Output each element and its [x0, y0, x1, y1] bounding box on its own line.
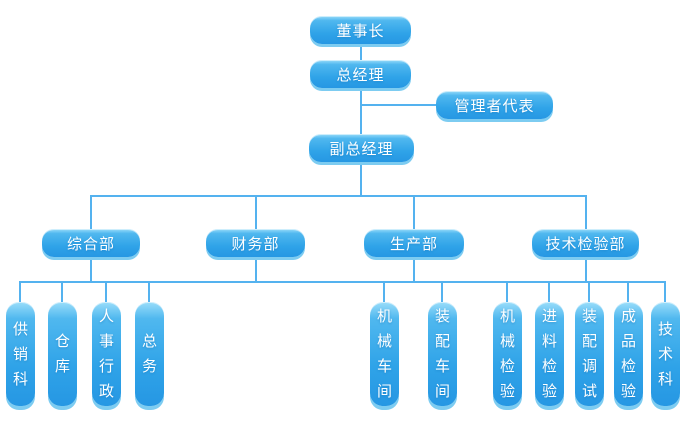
node-machining-workshop: 机械车间 [370, 302, 399, 406]
connector-gm-management-representative [362, 104, 436, 106]
connector-production-dept-bottom-rail [413, 257, 415, 282]
connector-rail-technical-inspection-dept [585, 196, 587, 230]
node-technical-section: 技术科 [651, 302, 680, 406]
connector-stub-machinery-inspection [506, 283, 508, 303]
node-warehouse: 仓库 [48, 302, 77, 406]
node-management-representative: 管理者代表 [436, 91, 553, 119]
connector-deputy-trunk [360, 162, 362, 196]
node-deputy-general-manager-label: 副总经理 [329, 139, 394, 158]
node-assembly-debugging: 装配调试 [575, 302, 604, 406]
node-finished-product-inspection-label: 成品检验 [620, 307, 636, 400]
node-general-manager-label: 总经理 [336, 65, 385, 84]
connector-general-dept-bottom-rail [90, 257, 92, 282]
node-chairman: 董事长 [310, 16, 411, 44]
connector-stub-assembly-debugging [588, 283, 590, 303]
node-finance-dept: 财务部 [206, 229, 305, 257]
connector-stub-technical-section [664, 283, 666, 303]
connector-chairman-gm [360, 43, 362, 61]
node-machinery-inspection-label: 机械检验 [499, 307, 515, 400]
node-production-dept: 生产部 [364, 229, 464, 257]
node-deputy-general-manager: 副总经理 [309, 134, 414, 162]
connector-technical-inspection-dept-bottom-rail [585, 257, 587, 282]
node-general-services: 总务 [135, 302, 164, 406]
node-machinery-inspection: 机械检验 [493, 302, 522, 406]
node-assembly-workshop: 装配车间 [428, 302, 457, 406]
connector-section-rail [19, 281, 666, 283]
node-machining-workshop-label: 机械车间 [376, 307, 392, 400]
node-finished-product-inspection: 成品检验 [614, 302, 643, 406]
node-general-dept-label: 综合部 [66, 234, 115, 253]
connector-finance-dept-bottom-rail [255, 257, 257, 282]
node-incoming-inspection: 进料检验 [535, 302, 564, 406]
connector-stub-assembly-workshop [441, 283, 443, 303]
node-general-dept: 综合部 [42, 229, 140, 257]
node-assembly-debugging-label: 装配调试 [581, 307, 597, 400]
connector-department-rail [90, 195, 587, 197]
node-assembly-workshop-label: 装配车间 [434, 307, 450, 400]
connector-stub-hr-admin [105, 283, 107, 303]
node-supply-sales-section-label: 供销科 [12, 319, 28, 388]
node-supply-sales-section: 供销科 [6, 302, 35, 406]
node-production-dept-label: 生产部 [389, 234, 438, 253]
node-technical-inspection-dept-label: 技术检验部 [545, 234, 626, 253]
connector-gm-deputy [360, 88, 362, 135]
connector-stub-machining-workshop [383, 283, 385, 303]
node-hr-admin: 人事行政 [92, 302, 121, 406]
connector-stub-general-services [148, 283, 150, 303]
connector-stub-supply-sales [19, 283, 21, 303]
connector-stub-finished-product-inspection [627, 283, 629, 303]
node-management-representative-label: 管理者代表 [454, 96, 535, 115]
node-hr-admin-label: 人事行政 [98, 307, 114, 400]
connector-rail-production-dept [413, 196, 415, 230]
node-technical-section-label: 技术科 [657, 319, 673, 388]
connector-rail-general-dept [90, 196, 92, 230]
node-general-services-label: 总务 [141, 332, 157, 375]
connector-stub-incoming-inspection [548, 283, 550, 303]
connector-rail-finance-dept [255, 196, 257, 230]
node-chairman-label: 董事长 [336, 21, 385, 40]
node-general-manager: 总经理 [310, 60, 411, 88]
connector-stub-warehouse [61, 283, 63, 303]
node-incoming-inspection-label: 进料检验 [541, 307, 557, 400]
node-warehouse-label: 仓库 [54, 332, 70, 375]
node-finance-dept-label: 财务部 [231, 234, 280, 253]
node-technical-inspection-dept: 技术检验部 [532, 229, 639, 257]
